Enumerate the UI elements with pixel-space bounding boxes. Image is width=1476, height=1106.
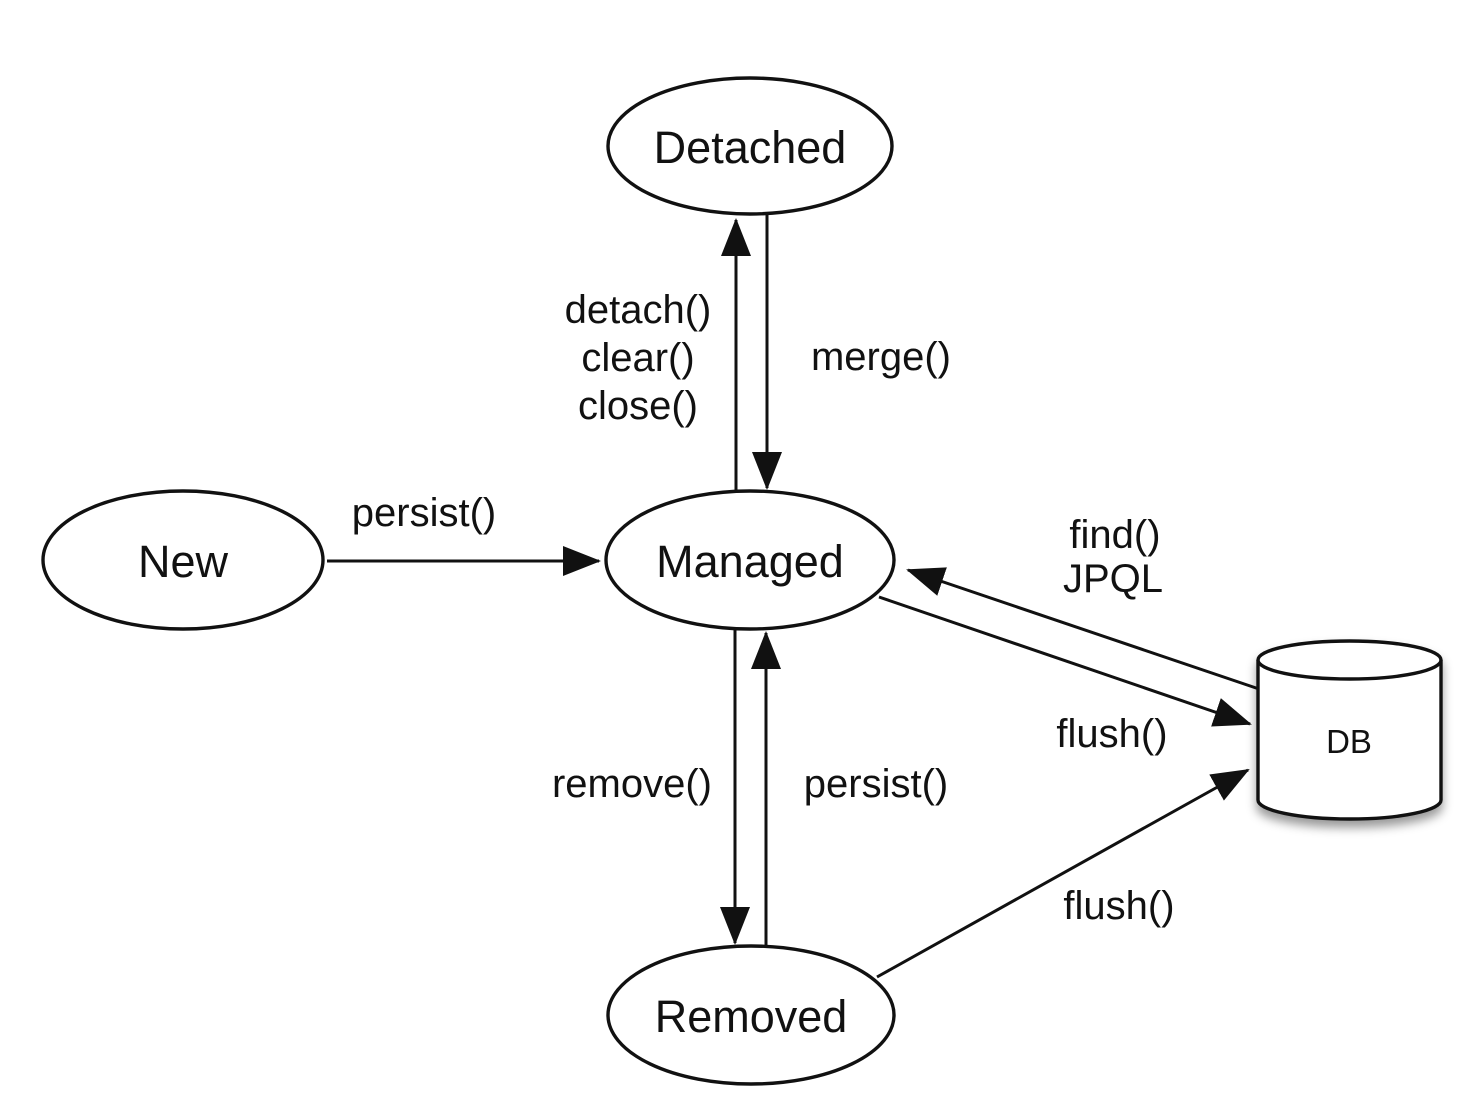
edge-labels: persist() detach() clear() close() merge…	[352, 288, 1175, 928]
label-remove: remove()	[552, 762, 712, 806]
label-persist-bottom: persist()	[804, 762, 948, 806]
new-label: New	[138, 536, 229, 587]
state-node-detached: Detached	[606, 76, 894, 216]
removed-label: Removed	[655, 991, 848, 1042]
label-close: close()	[578, 384, 698, 428]
edge-find-db-to-managed	[906, 567, 1263, 692]
db-label: DB	[1326, 723, 1372, 760]
edges	[327, 212, 1263, 979]
managed-ellipse	[604, 489, 896, 631]
db-cylinder-body	[1256, 660, 1443, 821]
detached-label: Detached	[654, 122, 847, 173]
label-detach: detach()	[565, 288, 712, 332]
label-jpql: JPQL	[1063, 557, 1163, 601]
managed-label: Managed	[656, 536, 844, 587]
state-node-new: New	[41, 489, 325, 631]
state-node-removed: Removed	[606, 944, 896, 1086]
detached-ellipse	[606, 76, 894, 216]
edge-flush-managed-to-db	[878, 595, 1252, 727]
label-clear: clear()	[581, 336, 694, 380]
db-cylinder-top	[1256, 639, 1443, 681]
database-node: DB	[1256, 639, 1443, 821]
label-merge: merge()	[811, 335, 951, 379]
edge-flush-removed-to-db	[876, 768, 1250, 979]
label-find: find()	[1069, 513, 1160, 557]
label-flush-managed: flush()	[1056, 712, 1167, 756]
label-flush-removed: flush()	[1063, 884, 1174, 928]
new-ellipse	[41, 489, 325, 631]
removed-ellipse	[606, 944, 896, 1086]
state-node-managed: Managed	[604, 489, 896, 631]
label-persist-top: persist()	[352, 491, 496, 535]
